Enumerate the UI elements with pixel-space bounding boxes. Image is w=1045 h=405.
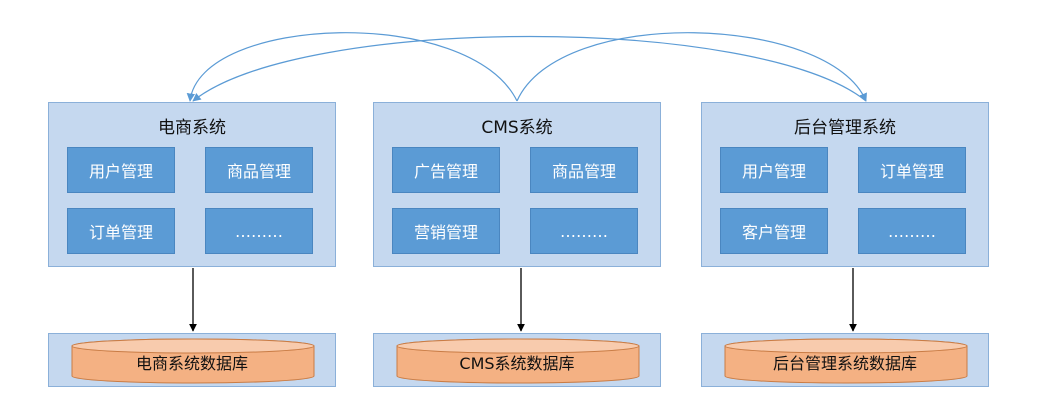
arc-admin-to-ecommerce bbox=[192, 35, 867, 102]
module-marketing-management: 营销管理 bbox=[392, 208, 500, 254]
arc-cms-to-admin bbox=[516, 32, 867, 102]
module-customer-management: 客户管理 bbox=[720, 208, 828, 254]
module-user-management: 用户管理 bbox=[67, 147, 175, 193]
module-product-management: 商品管理 bbox=[205, 147, 313, 193]
db-label: 后台管理系统数据库 bbox=[772, 354, 917, 373]
module-user-management: 用户管理 bbox=[720, 147, 828, 193]
db-panel-admin: 后台管理系统数据库 bbox=[701, 333, 989, 387]
db-panel-ecommerce: 电商系统数据库 bbox=[48, 333, 336, 387]
system-title: CMS系统 bbox=[481, 118, 553, 138]
module-product-management: 商品管理 bbox=[530, 147, 638, 193]
module-ad-management: 广告管理 bbox=[392, 147, 500, 193]
system-admin: 后台管理系统 用户管理 订单管理 客户管理 ……… bbox=[701, 102, 989, 267]
module-order-management: 订单管理 bbox=[67, 208, 175, 254]
module-more: ……… bbox=[858, 208, 966, 254]
db-label: CMS系统数据库 bbox=[459, 354, 575, 373]
system-ecommerce: 电商系统 用户管理 商品管理 订单管理 ……… bbox=[48, 102, 336, 267]
system-cms: CMS系统 广告管理 商品管理 营销管理 ……… bbox=[373, 102, 661, 267]
db-label: 电商系统数据库 bbox=[135, 354, 248, 373]
module-more: ……… bbox=[205, 208, 313, 254]
database-cylinder-icon bbox=[724, 338, 968, 384]
arc-cms-to-ecommerce bbox=[186, 32, 518, 102]
database-cylinder-icon bbox=[396, 338, 640, 384]
module-order-management: 订单管理 bbox=[858, 147, 966, 193]
system-title: 后台管理系统 bbox=[794, 118, 896, 138]
database-cylinder-icon bbox=[71, 338, 315, 384]
module-more: ……… bbox=[530, 208, 638, 254]
system-title: 电商系统 bbox=[158, 118, 226, 138]
db-panel-cms: CMS系统数据库 bbox=[373, 333, 661, 387]
